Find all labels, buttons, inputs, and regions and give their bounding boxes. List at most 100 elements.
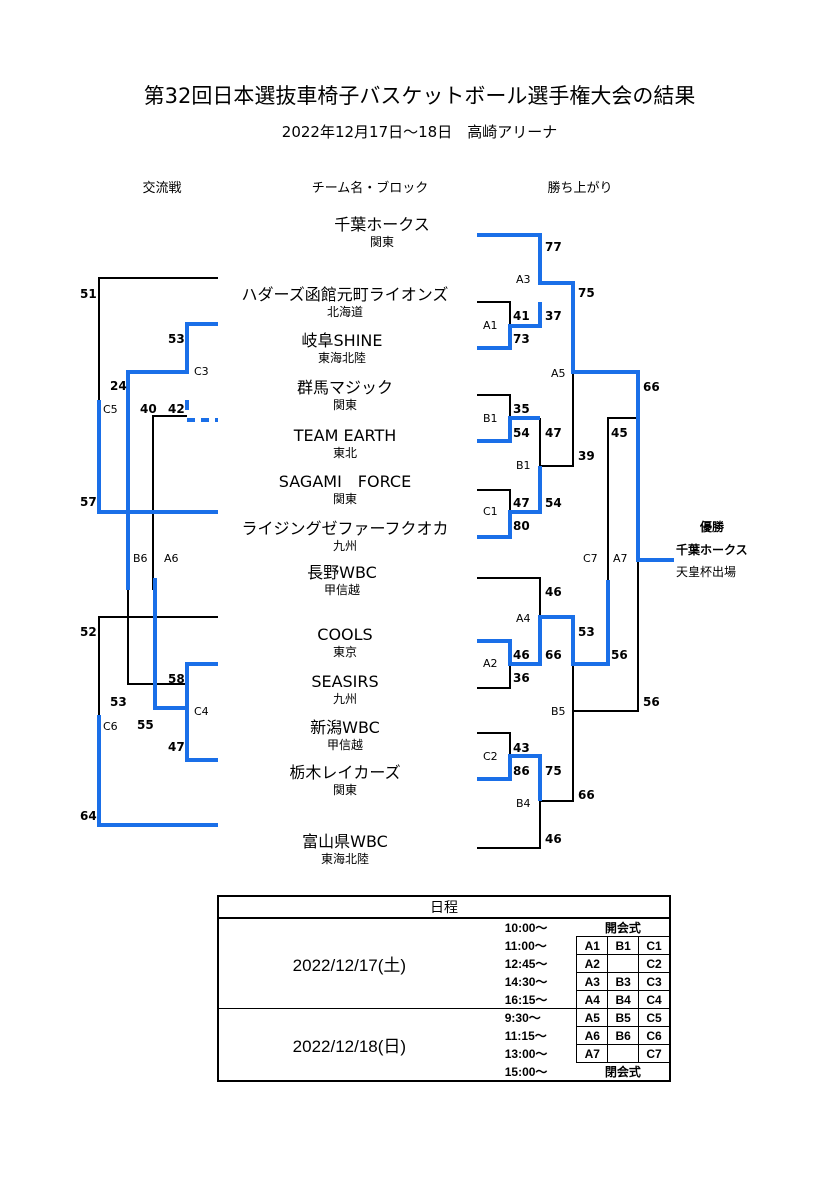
team-name: 新潟WBC: [310, 718, 380, 737]
team-entry: COOLS 東京: [195, 625, 495, 660]
team-name: SEASIRS: [311, 672, 379, 691]
score: 56: [643, 695, 660, 709]
score: 40: [140, 402, 157, 416]
match-label: C1: [483, 505, 498, 518]
team-block: 関東: [332, 398, 357, 412]
match-label: C4: [194, 705, 209, 718]
team-name: SAGAMI FORCE: [278, 472, 412, 491]
schedule-event: 開会式: [576, 918, 672, 937]
team-entry: ライジングゼファーフクオカ 九州: [195, 519, 495, 554]
score: 55: [137, 718, 154, 732]
team-block: 関東: [332, 783, 357, 797]
team-entry: 富山県WBC 東海北陸: [195, 832, 495, 867]
schedule-match: C6: [638, 1026, 672, 1045]
team-entry: 岐阜SHINE 東海北陸: [192, 331, 492, 366]
schedule-match: C5: [638, 1008, 672, 1027]
match-label: C5: [103, 403, 118, 416]
schedule-date: 2022/12/18(日): [217, 1008, 480, 1082]
score: 75: [545, 764, 562, 778]
schedule-time: 14:30～: [504, 975, 548, 989]
score: 46: [545, 585, 562, 599]
score: 43: [513, 741, 530, 755]
team-name: 富山県WBC: [302, 832, 388, 851]
match-label: C7: [583, 552, 598, 565]
team-block: 東北: [332, 446, 357, 460]
schedule-time: 12:45～: [504, 957, 548, 971]
team-name: TEAM EARTH: [293, 426, 397, 445]
team-name: 千葉ホークス: [334, 215, 430, 234]
score: 54: [513, 426, 530, 440]
score: 46: [513, 648, 530, 662]
match-label: A1: [483, 319, 498, 332]
schedule-match: C4: [638, 990, 672, 1009]
score: 53: [110, 695, 127, 709]
team-name: COOLS: [317, 625, 373, 644]
team-block: 関東: [369, 235, 394, 249]
match-label: A7: [613, 552, 628, 565]
score: 56: [611, 648, 628, 662]
score: 41: [513, 309, 530, 323]
score: 58: [168, 672, 185, 686]
team-entry: 群馬マジック 関東: [195, 378, 495, 413]
score: 80: [513, 519, 530, 533]
score: 45: [611, 426, 628, 440]
page-title: 第32回日本選抜車椅子バスケットボール選手権大会の結果: [143, 84, 696, 108]
team-block: 東海北陸: [320, 852, 369, 866]
score: 36: [513, 671, 530, 685]
score: 52: [80, 625, 97, 639]
schedule-match: C7: [638, 1044, 672, 1063]
team-name: ハダーズ函館元町ライオンズ: [241, 285, 449, 304]
score: 37: [545, 309, 562, 323]
team-block: 九州: [332, 539, 357, 553]
schedule-match: A1: [576, 936, 609, 955]
match-label: C2: [483, 750, 498, 763]
schedule-match: B1: [607, 936, 640, 955]
schedule-time: 11:15～: [504, 1029, 547, 1043]
schedule-header: 日程: [217, 895, 671, 919]
match-label: C6: [103, 720, 118, 733]
schedule-match: B5: [607, 1008, 640, 1027]
match-label: C3: [194, 365, 209, 378]
score: 35: [513, 402, 530, 416]
schedule-event: 閉会式: [576, 1062, 672, 1082]
team-entry: 栃木レイカーズ 関東: [195, 763, 495, 798]
team-entry: SEASIRS 九州: [195, 672, 495, 707]
team-entry: SAGAMI FORCE 関東: [195, 472, 495, 507]
score: 53: [578, 625, 595, 639]
team-name: 岐阜SHINE: [301, 331, 383, 350]
team-entry: ハダーズ函館元町ライオンズ 北海道: [195, 285, 495, 320]
score: 57: [80, 495, 97, 509]
match-label: B1: [483, 412, 498, 425]
score: 47: [545, 426, 562, 440]
match-label: A2: [483, 657, 498, 670]
team-entry: 千葉ホークス 関東: [232, 215, 532, 250]
schedule-time: 10:00～: [504, 921, 548, 936]
schedule-match: A7: [576, 1044, 609, 1063]
schedule-match: A2: [576, 954, 609, 973]
schedule-time: 16:15～: [479, 990, 577, 1009]
schedule-match: C2: [638, 954, 672, 973]
match-label: B5: [551, 705, 566, 718]
team-block: 九州: [332, 692, 357, 706]
score: 73: [513, 332, 530, 346]
team-entry: 長野WBC 甲信越: [192, 563, 492, 598]
score: 47: [513, 496, 530, 510]
team-block: 関東: [332, 492, 357, 506]
bracket-lines: [97, 233, 674, 849]
team-name: 栃木レイカーズ: [289, 763, 401, 782]
schedule-match: [607, 1044, 640, 1063]
schedule-date: 2022/12/17(土): [217, 918, 480, 1009]
score: 46: [545, 832, 562, 846]
match-label: A3: [516, 273, 531, 286]
schedule-match: A4: [576, 990, 609, 1009]
score: 42: [168, 402, 185, 416]
header-team-block: チーム名・ブロック: [311, 181, 429, 196]
team-name: 長野WBC: [307, 563, 377, 582]
schedule-match: A6: [576, 1026, 609, 1045]
team-entry: TEAM EARTH 東北: [195, 426, 495, 461]
score: 24: [110, 379, 127, 393]
team-name: 群馬マジック: [296, 378, 393, 397]
schedule-match: A3: [576, 972, 609, 991]
match-label: A4: [516, 612, 531, 625]
score: 54: [545, 496, 562, 510]
